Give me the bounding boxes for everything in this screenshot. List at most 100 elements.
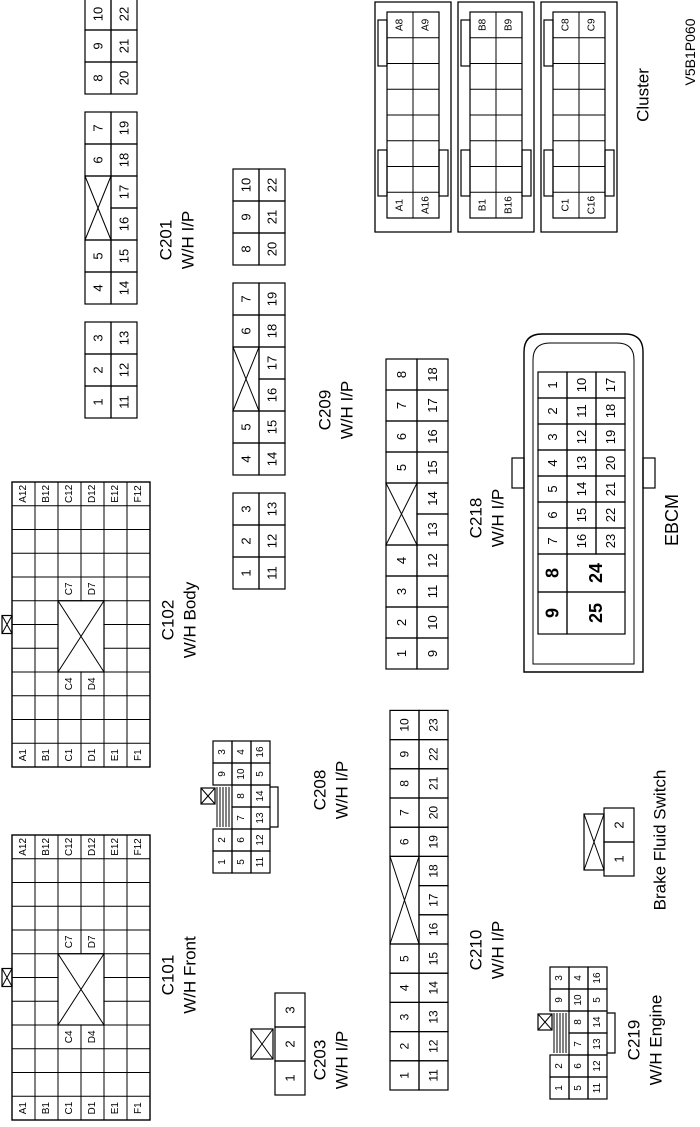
grid-label: C4 (64, 1030, 75, 1043)
figure-id: V5B1P060 (682, 18, 698, 85)
pin-label: 23 (603, 534, 618, 548)
pin-label: 5 (255, 771, 266, 777)
pin-label: 12 (427, 1039, 441, 1053)
ebcm-tab (511, 457, 525, 489)
grid-label: C7 (64, 582, 75, 595)
pin-label: 2 (91, 366, 106, 373)
pin-label: 10 (398, 718, 412, 732)
harness-label: W/H Body (181, 581, 200, 658)
pin-label: 5 (545, 485, 560, 492)
pin-label: 9 (425, 650, 440, 657)
pin-label: 3 (394, 588, 409, 595)
pin-label: 3 (545, 433, 560, 440)
pin-cell (84, 111, 112, 145)
cluster-label: B9 (504, 18, 515, 31)
pin-label: 16 (427, 922, 441, 936)
pin-label: 6 (236, 837, 247, 843)
pin-label: 4 (398, 984, 412, 991)
pin-label: 20 (265, 242, 280, 256)
pin-label: 19 (603, 430, 618, 444)
pin-label: 4 (573, 975, 584, 981)
pin-label: 5 (573, 1085, 584, 1091)
cluster-slot (377, 19, 388, 67)
pin-label: 18 (117, 153, 132, 167)
pin-label: 20 (603, 456, 618, 470)
pin-label: 5 (91, 252, 106, 259)
lock-tab (250, 1028, 274, 1060)
pin-cell (258, 168, 286, 202)
cluster-slot (521, 149, 532, 197)
pin-label: 5 (398, 955, 412, 962)
pin-label: 4 (239, 455, 254, 462)
connector-id: C203 (311, 1040, 330, 1081)
pin-label: 1 (91, 398, 106, 405)
harness-label: W/H Front (181, 936, 200, 1014)
cross-line (232, 346, 260, 412)
pin-label: 13 (592, 1038, 603, 1050)
cluster-housing (540, 1, 618, 233)
grid-label: D7 (87, 935, 98, 948)
cluster-slot (438, 149, 449, 197)
cross-line (583, 813, 605, 871)
pin-label: 1 (554, 1085, 565, 1091)
pin-label: 20 (117, 71, 132, 85)
pin-label: 22 (603, 508, 618, 522)
cross-line (537, 1013, 553, 1031)
pin-label: 15 (427, 952, 441, 966)
pin-label: 8 (573, 1019, 584, 1025)
pin-label: 21 (117, 39, 132, 53)
pin-label: 5 (394, 464, 409, 471)
cluster-label: A1 (395, 199, 406, 212)
pin-label: 12 (574, 430, 589, 444)
pin-label: 16 (425, 429, 440, 443)
lock-tab (537, 1013, 553, 1031)
pin-label: 2 (612, 821, 627, 828)
pin-label: 9 (217, 771, 228, 777)
pin-label: 13 (574, 456, 589, 470)
pin-label: 9 (398, 751, 412, 758)
pin-label: 1 (394, 650, 409, 657)
connector-id: C102 (159, 600, 178, 641)
pin-label: 3 (398, 1013, 412, 1020)
pin-label: 9 (239, 213, 254, 220)
grid-label: E1 (110, 1102, 121, 1115)
pin-label: 6 (398, 838, 412, 845)
pin-label: 18 (427, 864, 441, 878)
connector-id: C208 (311, 770, 330, 811)
pin-label: 1 (545, 381, 560, 388)
pin-label: 2 (217, 837, 228, 843)
cluster-housing (457, 1, 535, 233)
pin-label: 8 (398, 780, 412, 787)
pin-label: 3 (239, 505, 254, 512)
cross-line (57, 600, 105, 673)
pin-label: 22 (427, 747, 441, 761)
harness-label: W/H I/P (333, 761, 352, 820)
cluster-label: A8 (395, 18, 406, 31)
pin-label: 19 (265, 292, 280, 306)
pin-label: 20 (427, 806, 441, 820)
grid-label: F1 (133, 1102, 144, 1114)
grid-label: C1 (64, 1101, 75, 1114)
pin-cell (110, 0, 138, 31)
cross-line (385, 482, 418, 546)
connector-id: Brake Fluid Switch (651, 770, 670, 911)
pin-label: 22 (265, 178, 280, 192)
pin-label: 14 (574, 482, 589, 496)
pin-label: 6 (545, 511, 560, 518)
grid-label: E12 (110, 485, 121, 503)
pin-label: 8 (236, 793, 247, 799)
grid-label: A1 (18, 1102, 29, 1115)
pin-label: 7 (394, 402, 409, 409)
pin-label: 13 (255, 812, 266, 824)
pin-label: 16 (117, 217, 132, 231)
pin-label: 13 (117, 331, 132, 345)
cross-line (200, 787, 216, 805)
pin-label: 8 (91, 74, 106, 81)
figure-id-label: V5B1P060 (682, 18, 698, 85)
